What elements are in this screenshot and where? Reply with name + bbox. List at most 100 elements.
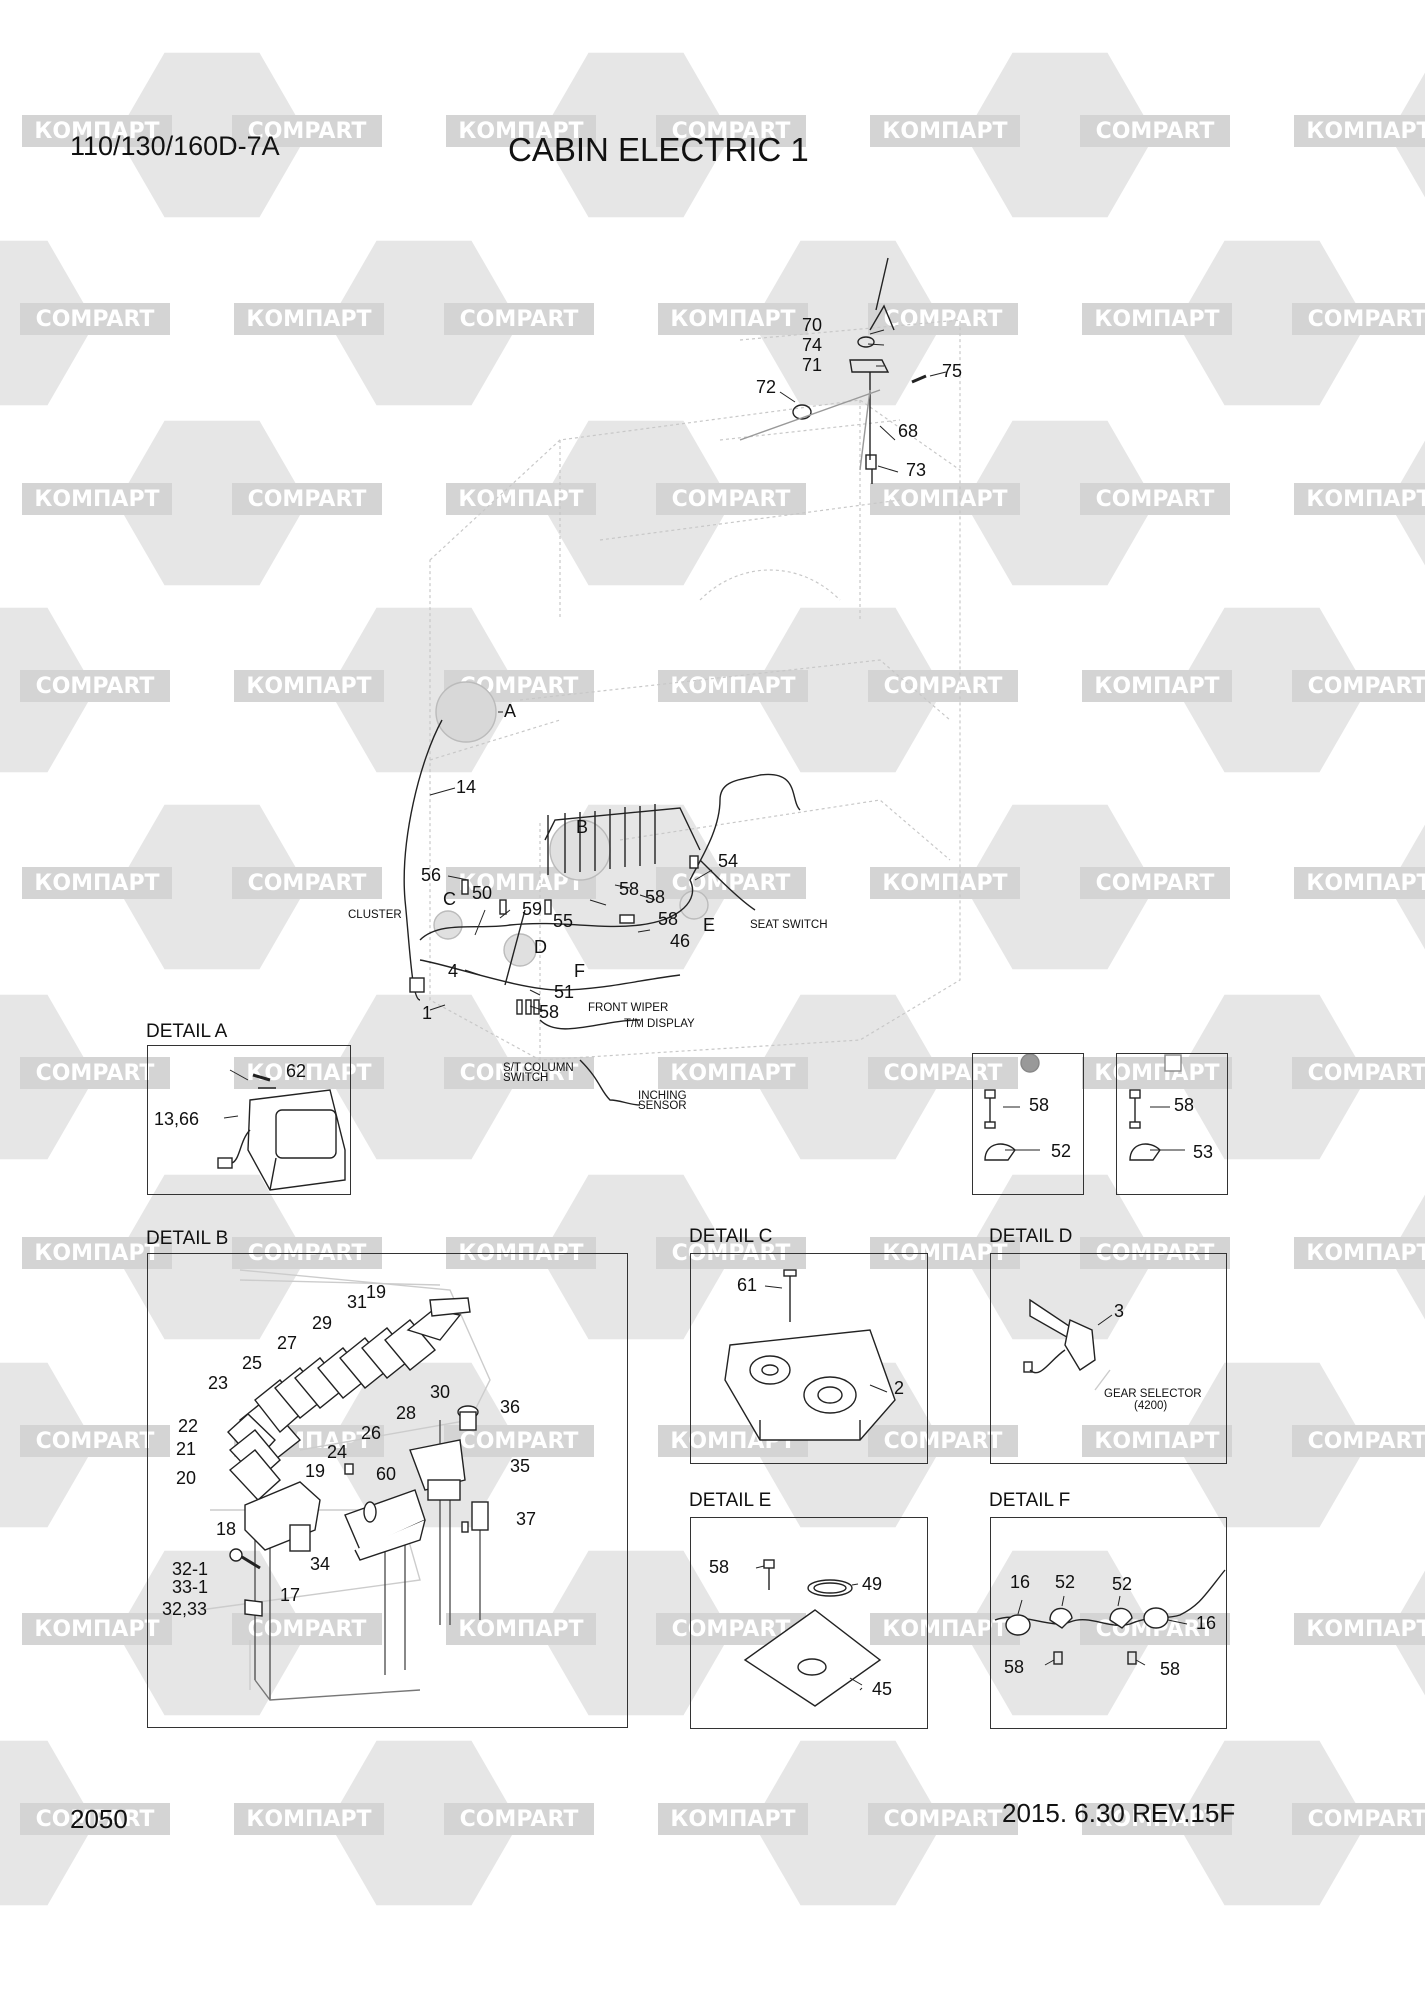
label-tm-display: T/M DISPLAY [624, 1018, 695, 1030]
detail-b-callout-19-mid: 19 [305, 1461, 326, 1481]
callout-58c: 58 [658, 909, 679, 929]
detail-f-clamps [994, 1569, 1226, 1666]
antenna-assembly [739, 257, 927, 484]
detail-f-callout-16-left: 16 [1010, 1572, 1031, 1592]
detail-b-callout-30: 30 [430, 1382, 451, 1402]
leader-lines [429, 329, 947, 1012]
detail-b-callout-21: 21 [176, 1439, 197, 1459]
detail-c-title: DETAIL C [689, 1226, 773, 1247]
square-callout-53: 53 [1193, 1142, 1214, 1162]
callout-B: B [576, 817, 589, 837]
page-title: CABIN ELECTRIC 1 [508, 131, 809, 168]
detail-e-mat [743, 1559, 882, 1707]
detail-f-title: DETAIL F [989, 1490, 1071, 1511]
square-detail-art [1129, 1054, 1185, 1161]
detail-b-callout-28: 28 [396, 1403, 417, 1423]
detail-f-callout-52-left: 52 [1055, 1572, 1076, 1592]
label-inching-sensor-2: SENSOR [638, 1100, 687, 1112]
callout-14: 14 [456, 777, 477, 797]
detail-c-box [690, 1253, 928, 1464]
detail-b-callout-34: 34 [310, 1554, 331, 1574]
detail-b-callout-23: 23 [208, 1373, 229, 1393]
callout-72: 72 [756, 377, 777, 397]
detail-a-callout-62: 62 [286, 1061, 307, 1081]
circle-callout-52: 52 [1051, 1141, 1072, 1161]
detail-b-callout-35: 35 [510, 1456, 531, 1476]
callout-68: 68 [898, 421, 919, 441]
detail-a-box [147, 1045, 351, 1195]
detail-f-callout-16-right: 16 [1196, 1613, 1217, 1633]
model-number: 110/130/160D-7A [70, 131, 280, 161]
page-number: 2050 [70, 1804, 128, 1834]
callout-75: 75 [942, 361, 963, 381]
circle-callout-58: 58 [1029, 1095, 1050, 1115]
detail-f-box [990, 1517, 1227, 1729]
detail-d-callout-3: 3 [1114, 1301, 1125, 1321]
callout-74: 74 [802, 335, 823, 355]
detail-b-callout-32-1: 32-1 [172, 1559, 209, 1579]
callout-58d: 58 [539, 1002, 560, 1022]
callout-46: 46 [670, 931, 691, 951]
callout-70: 70 [802, 315, 823, 335]
detail-e-callout-58: 58 [709, 1557, 730, 1577]
detail-e-callout-49: 49 [862, 1574, 883, 1594]
detail-e-callout-45: 45 [872, 1679, 893, 1699]
detail-b-callout-17: 17 [280, 1585, 301, 1605]
callout-56: 56 [421, 865, 442, 885]
callout-73: 73 [906, 460, 927, 480]
callout-55: 55 [553, 911, 574, 931]
detail-a-callout-13-66: 13,66 [154, 1109, 200, 1129]
detail-b-callout-33-1: 33-1 [172, 1577, 209, 1597]
square-detail-box [1116, 1053, 1228, 1195]
callout-E: E [703, 915, 716, 935]
detail-b-callout-22: 22 [178, 1416, 199, 1436]
callout-4: 4 [448, 961, 459, 981]
detail-b-callout-37: 37 [516, 1509, 537, 1529]
label-cluster: CLUSTER [348, 909, 402, 921]
detail-b-title: DETAIL B [146, 1228, 229, 1249]
cabin-frame-outline [429, 319, 961, 1061]
callout-F: F [574, 961, 585, 981]
circle-detail-art [984, 1053, 1040, 1161]
detail-c-callout-61: 61 [737, 1275, 758, 1295]
detail-b-callout-19-top: 19 [366, 1282, 387, 1302]
callout-1: 1 [422, 1003, 433, 1023]
square-callout-58: 58 [1174, 1095, 1195, 1115]
detail-b-callout-36: 36 [500, 1397, 521, 1417]
callout-54: 54 [718, 851, 739, 871]
label-inching-sensor-1: INCHING [638, 1090, 687, 1102]
detail-d-title: DETAIL D [989, 1226, 1073, 1247]
detail-c-cluster [724, 1269, 896, 1441]
circle-detail-box [972, 1053, 1084, 1195]
detail-e-title: DETAIL E [689, 1490, 772, 1511]
detail-b-callout-29: 29 [312, 1313, 333, 1333]
label-st-column-switch-2: SWITCH [503, 1072, 549, 1084]
label-gear-selector: GEAR SELECTOR [1104, 1388, 1202, 1400]
detail-b-switch-panel [199, 1269, 491, 1701]
main-wiring-harness [403, 681, 801, 1106]
callout-A: A [504, 701, 517, 721]
label-seat-switch: SEAT SWITCH [750, 919, 828, 931]
revision-date: 2015. 6.30 REV.15F [1002, 1798, 1236, 1828]
detail-e-box [690, 1517, 928, 1729]
label-gear-selector-code: (4200) [1134, 1400, 1168, 1412]
detail-b-callout-31: 31 [347, 1292, 368, 1312]
callout-C: C [443, 889, 456, 909]
detail-b-callout-24: 24 [327, 1442, 348, 1462]
detail-d-box [990, 1253, 1227, 1464]
callout-58b: 58 [645, 887, 666, 907]
detail-c-callout-2: 2 [894, 1378, 905, 1398]
callout-D: D [534, 937, 547, 957]
detail-b-callout-18: 18 [216, 1519, 237, 1539]
detail-b-callout-60: 60 [376, 1464, 397, 1484]
detail-a-monitor [217, 1069, 346, 1191]
detail-b-callout-25: 25 [242, 1353, 263, 1373]
detail-b-box [147, 1253, 628, 1728]
detail-f-callout-52-right: 52 [1112, 1574, 1133, 1594]
detail-b-callout-27: 27 [277, 1333, 298, 1353]
callout-51: 51 [554, 982, 575, 1002]
label-st-column-switch-1: S/T COLUMN [503, 1062, 574, 1074]
detail-b-callout-32-33: 32,33 [162, 1599, 208, 1619]
